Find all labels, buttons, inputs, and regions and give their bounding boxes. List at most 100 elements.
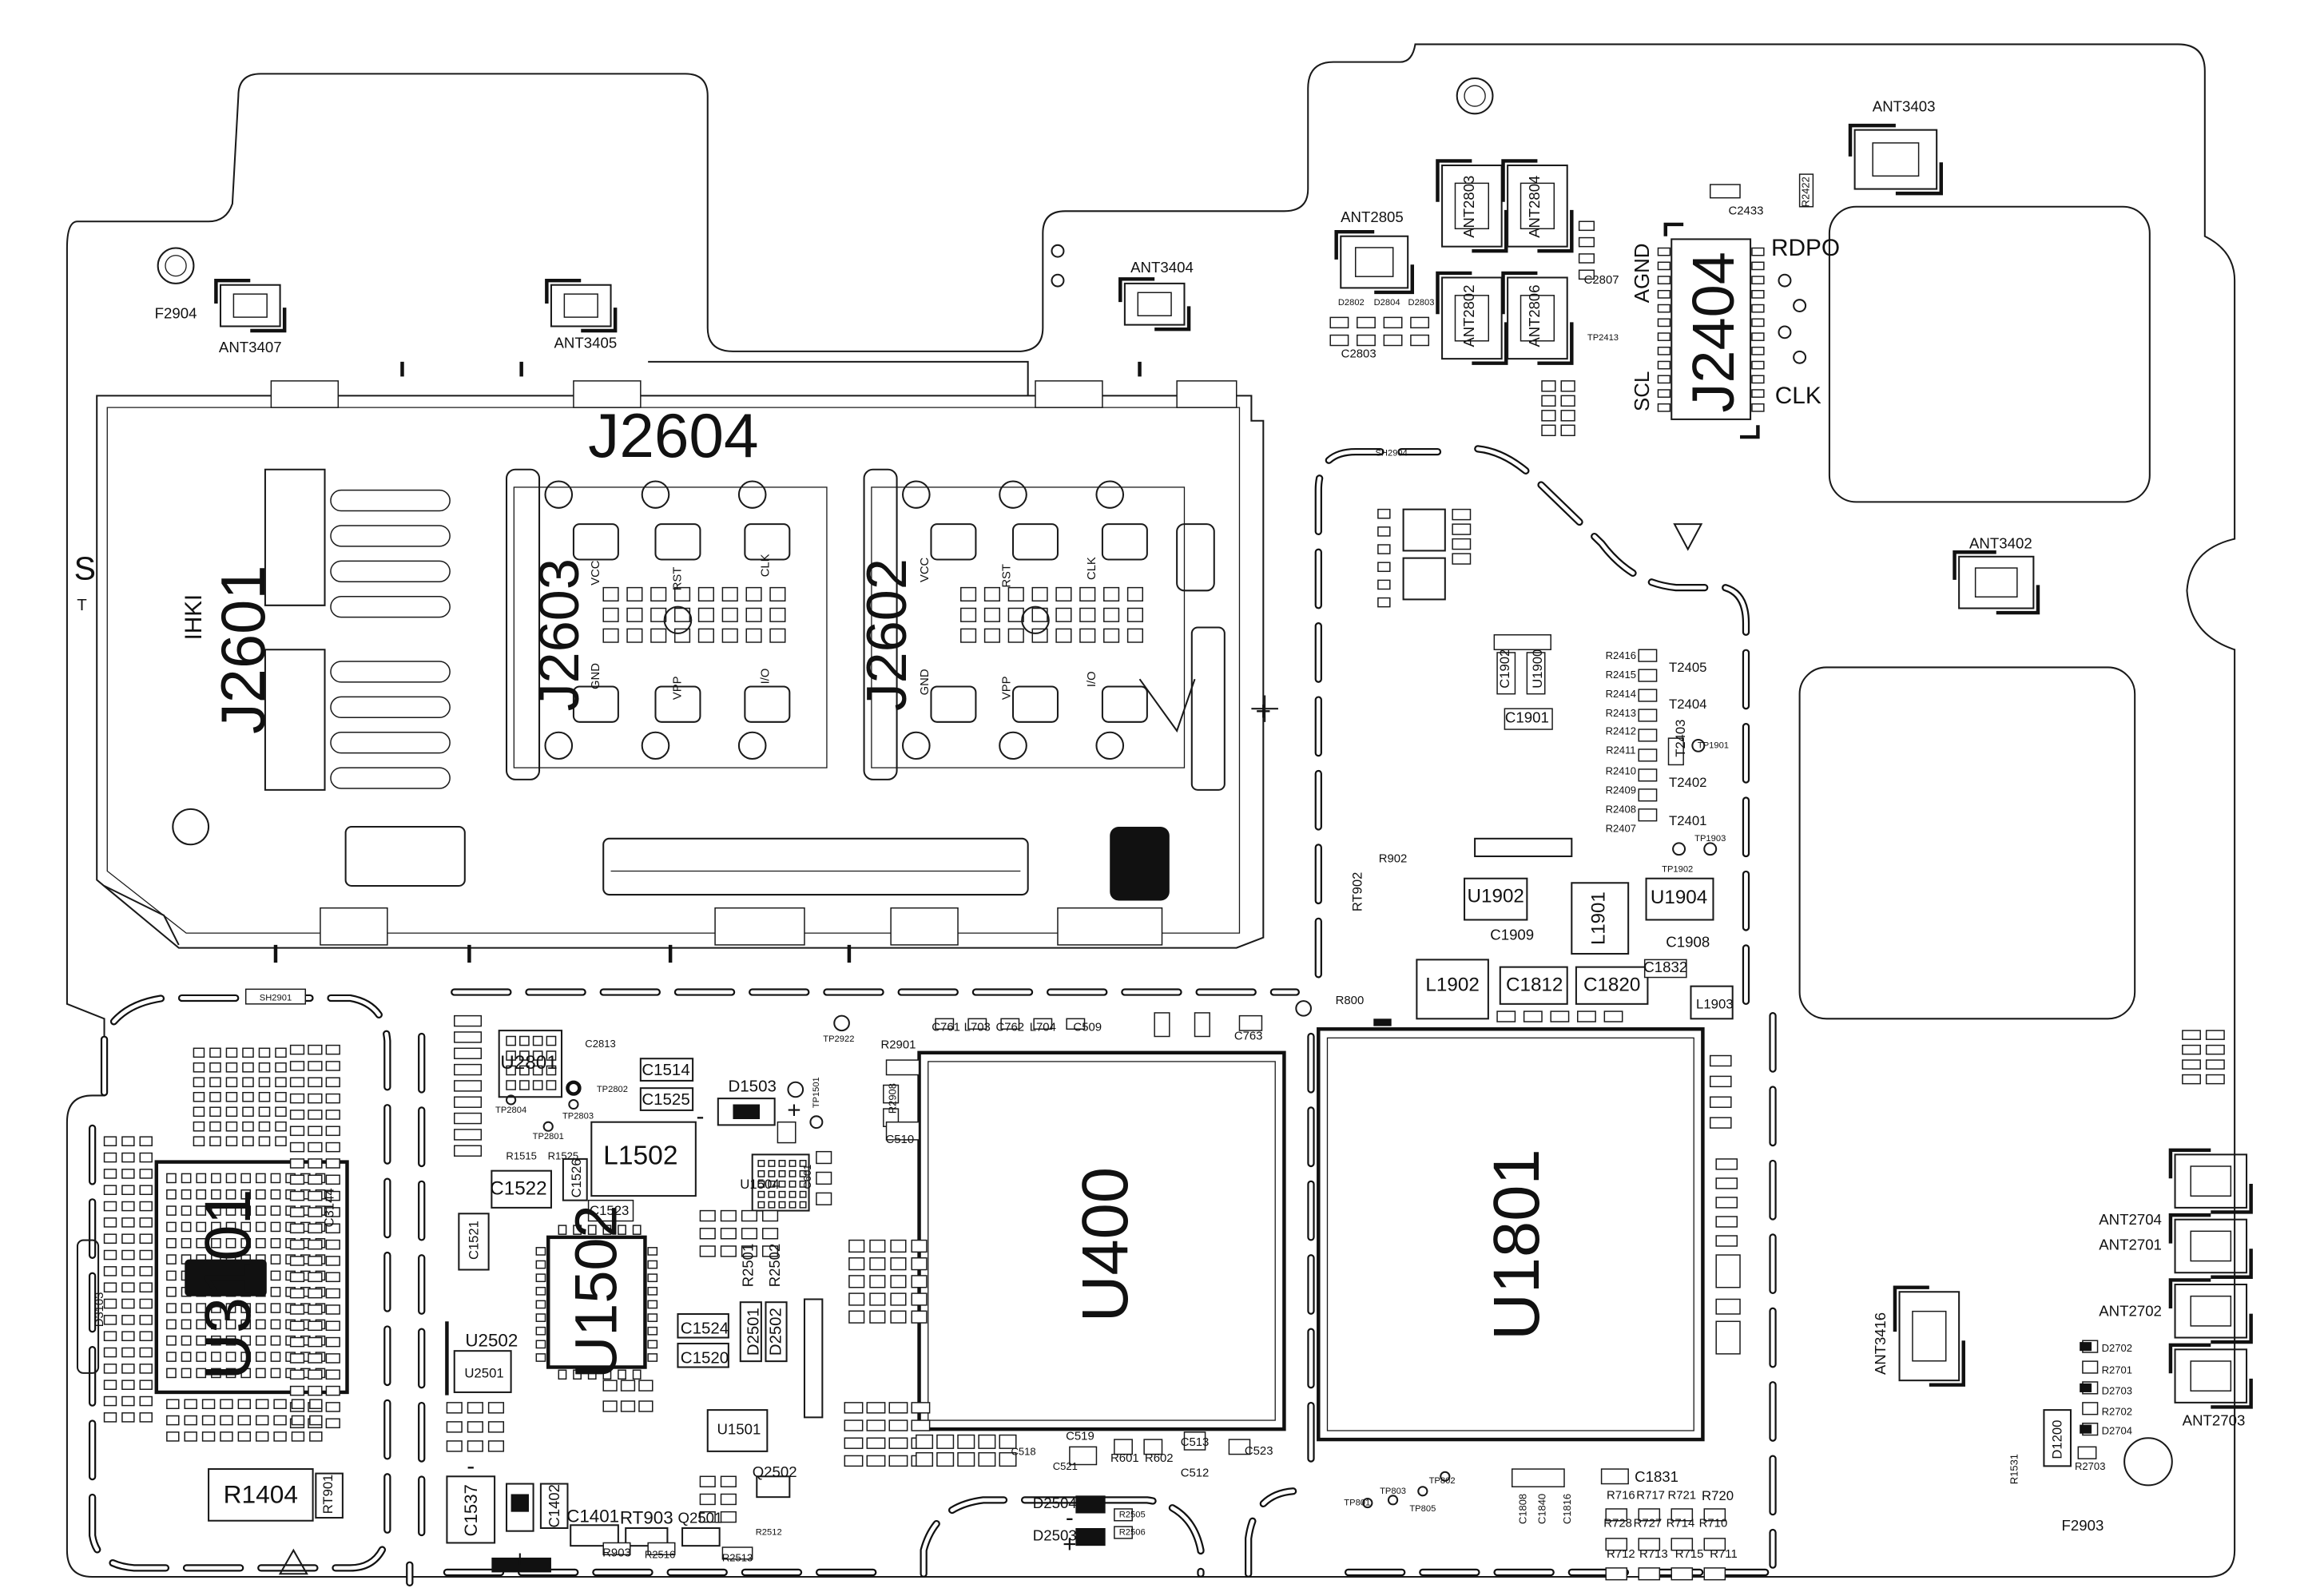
label-mark-minus-1: - bbox=[696, 1103, 704, 1130]
label-r2409: R2409 bbox=[1606, 784, 1636, 796]
chip-u2801-ball bbox=[546, 1080, 557, 1090]
component-pad bbox=[454, 1014, 483, 1027]
component-pad bbox=[308, 1320, 323, 1332]
component-pad bbox=[103, 1282, 117, 1292]
sim-j2603-pin-pad bbox=[602, 628, 619, 643]
component-pad bbox=[289, 1077, 305, 1088]
test-point bbox=[1362, 1497, 1373, 1509]
connector-j2404-body bbox=[1670, 238, 1752, 420]
label-c1902: C1902 bbox=[1497, 649, 1512, 689]
label-s: S bbox=[74, 550, 96, 587]
connector-j2404-pin bbox=[1657, 360, 1671, 370]
component-pad bbox=[308, 1174, 323, 1185]
antenna-connector-ant3407-bracket bbox=[250, 308, 287, 333]
component-pad bbox=[1238, 1014, 1263, 1031]
chip-u1502-pin bbox=[535, 1340, 546, 1349]
component-pad bbox=[289, 1369, 305, 1380]
chip-u2801-ball bbox=[506, 1050, 516, 1061]
label-c1840: C1840 bbox=[1535, 1494, 1547, 1524]
sim-j2602-contact bbox=[1012, 685, 1059, 723]
sim-j2603-pin-pad bbox=[769, 628, 786, 643]
chip-u3101-ball bbox=[270, 1368, 281, 1379]
component-pad bbox=[844, 1437, 864, 1449]
component-pad bbox=[103, 1136, 117, 1147]
capacitor-c1526-body bbox=[562, 1157, 588, 1201]
component-pad bbox=[289, 1304, 305, 1315]
chip-u1502-pin bbox=[535, 1326, 546, 1336]
test-point bbox=[1387, 1495, 1399, 1506]
sim-j2602-pin-pad bbox=[983, 628, 1000, 643]
component-pad bbox=[325, 1093, 340, 1104]
chip-u3101-ball bbox=[211, 1205, 221, 1216]
connector-j2404-pin bbox=[1657, 304, 1671, 313]
label-c510: C510 bbox=[885, 1133, 914, 1146]
component-pad bbox=[139, 1185, 153, 1196]
component-pad bbox=[166, 1399, 180, 1410]
component-pad bbox=[1523, 1010, 1543, 1022]
tray-latch-pad bbox=[320, 907, 388, 946]
label-c518: C518 bbox=[1011, 1445, 1035, 1457]
card-contact-pad bbox=[330, 595, 451, 618]
component-pad bbox=[289, 1272, 305, 1283]
chip-u3101-ball bbox=[225, 1368, 236, 1379]
chip-u1502-pin bbox=[647, 1260, 658, 1269]
component-pad bbox=[309, 1415, 323, 1426]
component-pad bbox=[1715, 1197, 1738, 1209]
label-r728: R728 bbox=[1603, 1517, 1632, 1530]
sim-j2602-pin-pad bbox=[960, 586, 977, 601]
label-c523: C523 bbox=[1245, 1445, 1273, 1458]
component-pad bbox=[225, 1091, 238, 1102]
component-pad bbox=[308, 1223, 323, 1234]
component-pad bbox=[258, 1106, 271, 1118]
component-pad bbox=[139, 1331, 153, 1341]
component-pad bbox=[315, 1472, 344, 1519]
component-pad bbox=[1541, 410, 1556, 422]
sim-j2602-via bbox=[999, 731, 1027, 760]
label-d2803: D2803 bbox=[1408, 298, 1434, 308]
antenna-connector-ant2702-bracket bbox=[2168, 1278, 2211, 1308]
component-pad bbox=[103, 1217, 117, 1228]
label-c601: C601 bbox=[801, 1165, 813, 1189]
component-pad bbox=[193, 1062, 205, 1073]
capacitor-c1521-body bbox=[458, 1213, 490, 1271]
sim-eject-pad bbox=[1176, 523, 1215, 592]
board-outline bbox=[66, 43, 2236, 1578]
diode-d2501-body bbox=[739, 1301, 762, 1363]
antenna-connector-ant2702 bbox=[2174, 1283, 2248, 1339]
component-pad bbox=[139, 1266, 153, 1276]
component-pad bbox=[289, 1207, 305, 1217]
component-pad bbox=[467, 1421, 483, 1433]
test-point bbox=[542, 1121, 554, 1132]
component-pad bbox=[121, 1364, 135, 1374]
led-marker bbox=[2080, 1342, 2092, 1352]
component-pad bbox=[844, 1402, 864, 1414]
label-c1402: C1402 bbox=[546, 1484, 562, 1527]
label-r1531: R1531 bbox=[2008, 1454, 2020, 1484]
component-pad bbox=[166, 1415, 180, 1426]
label-d2704: D2704 bbox=[2102, 1425, 2132, 1437]
component-pad bbox=[121, 1185, 135, 1196]
component-pad bbox=[1560, 395, 1575, 407]
component-pad bbox=[911, 1275, 928, 1288]
component-pad bbox=[1670, 1508, 1694, 1522]
component-pad bbox=[103, 1412, 117, 1423]
chip-u3101-ball bbox=[211, 1352, 221, 1362]
component-pad bbox=[289, 1353, 305, 1364]
component-pad bbox=[121, 1152, 135, 1163]
component-pad bbox=[720, 1209, 737, 1222]
chip-u3101-ball bbox=[240, 1319, 252, 1330]
chip-u3101-ball bbox=[211, 1221, 221, 1233]
sim-j2603-pin-pad bbox=[650, 628, 667, 643]
component-pad bbox=[967, 1018, 987, 1030]
label-r716: R716 bbox=[1607, 1489, 1635, 1502]
chip-u3101-ball bbox=[240, 1189, 252, 1200]
component-pad bbox=[242, 1047, 254, 1058]
antenna-connector-ant3416 bbox=[1898, 1291, 1961, 1382]
component-pad bbox=[936, 1434, 955, 1449]
component-pad bbox=[1377, 597, 1391, 608]
component-pad bbox=[242, 1136, 254, 1147]
chip-u3101-ball bbox=[240, 1237, 252, 1249]
component-pad bbox=[184, 1399, 197, 1410]
antenna-connector-ant2704-core bbox=[2190, 1165, 2232, 1197]
component-pad bbox=[139, 1136, 153, 1147]
